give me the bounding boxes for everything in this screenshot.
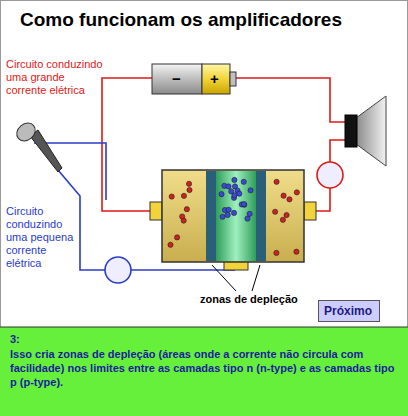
charge-dot <box>225 212 230 217</box>
microphone <box>13 119 62 172</box>
info-panel-ground <box>0 327 408 416</box>
ammeter-circle <box>105 257 131 283</box>
step-number: 3: <box>10 333 402 345</box>
charge-dot <box>241 202 246 207</box>
charge-dot <box>180 214 185 219</box>
charge-dot <box>245 216 250 221</box>
depletion-zone <box>256 171 266 261</box>
charge-dot <box>273 209 278 214</box>
charge-dot <box>232 193 237 198</box>
charge-dot <box>220 214 225 219</box>
charge-dot <box>231 210 236 215</box>
charge-dot <box>226 207 231 212</box>
info-panel: 3: Isso cria zonas de depleção (áreas ond… <box>0 328 408 416</box>
depletion-label: zonas de depleção <box>198 293 300 305</box>
charge-dot <box>247 211 252 216</box>
battery-sign: + <box>210 70 219 87</box>
transistor <box>150 170 316 270</box>
charge-dot <box>294 190 299 195</box>
charge-dot <box>181 193 186 198</box>
charge-dot <box>184 207 189 212</box>
battery-sign: − <box>172 70 181 87</box>
charge-dot <box>242 202 247 207</box>
circuit-label: Circuito conduzindo uma grande corrente … <box>6 58 104 97</box>
node-text: Próximo <box>324 304 374 318</box>
charge-dot <box>237 191 242 196</box>
depletion-zone <box>206 171 216 261</box>
leader-line <box>212 265 260 291</box>
speaker <box>345 96 386 166</box>
ammeter-circle <box>317 162 343 188</box>
charge-dot <box>226 184 231 189</box>
charge-dot <box>219 192 224 197</box>
next-button: Próximo <box>318 300 380 322</box>
charge-dot <box>248 188 253 193</box>
circuit-label: Circuito conduzindo uma pequena corrente… <box>6 205 76 270</box>
charge-dot <box>186 181 191 186</box>
node-text: Isso cria zonas de depleção (áreas onde … <box>10 347 402 389</box>
charge-dot <box>232 177 237 182</box>
battery <box>152 64 236 94</box>
charge-dot <box>284 212 289 217</box>
charge-dot <box>274 250 279 255</box>
charge-dot <box>175 235 180 240</box>
charge-dot <box>274 179 279 184</box>
charge-dot <box>169 194 174 199</box>
charge-dot <box>287 197 292 202</box>
charge-dot <box>281 193 286 198</box>
charge-dot <box>280 217 285 222</box>
charge-dot <box>187 187 192 192</box>
charge-dot <box>232 184 237 189</box>
charge-dot <box>294 249 299 254</box>
panel-border <box>0 327 408 328</box>
charge-dot <box>168 242 173 247</box>
title: Como funcionam os amplificadores <box>20 9 342 31</box>
charge-dot <box>241 179 246 184</box>
